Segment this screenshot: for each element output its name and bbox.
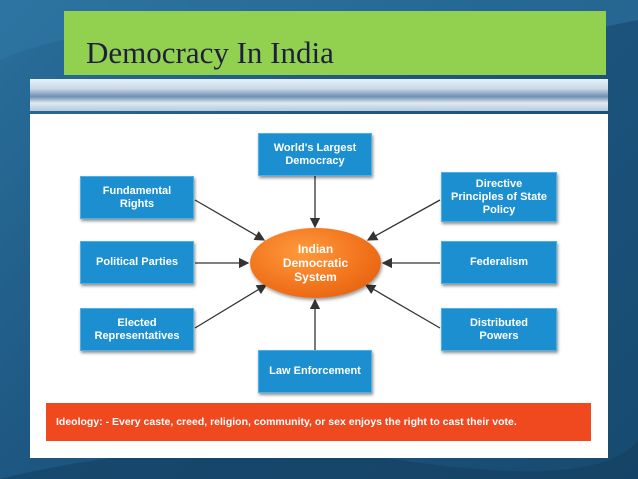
center-node-indian-democratic-system: Indian Democratic System xyxy=(250,228,381,298)
ideology-bar: Ideology: - Every caste, creed, religion… xyxy=(46,403,591,441)
node-law-enforcement: Law Enforcement xyxy=(258,350,372,393)
node-directive-principles: Directive Principles of State Policy xyxy=(441,172,557,222)
node-distributed-powers: Distributed Powers xyxy=(441,308,557,351)
node-political-parties: Political Parties xyxy=(80,241,194,284)
arrow-bottom-left xyxy=(195,285,266,328)
node-worlds-largest-democracy: World's Largest Democracy xyxy=(258,133,372,176)
arrow-top-right xyxy=(368,200,440,240)
arrow-top-left xyxy=(195,200,264,240)
arrow-bottom-right xyxy=(366,285,440,328)
node-federalism: Federalism xyxy=(441,241,557,284)
node-fundamental-rights: Fundamental Rights xyxy=(80,176,194,219)
node-elected-representatives: Elected Representatives xyxy=(80,308,194,351)
